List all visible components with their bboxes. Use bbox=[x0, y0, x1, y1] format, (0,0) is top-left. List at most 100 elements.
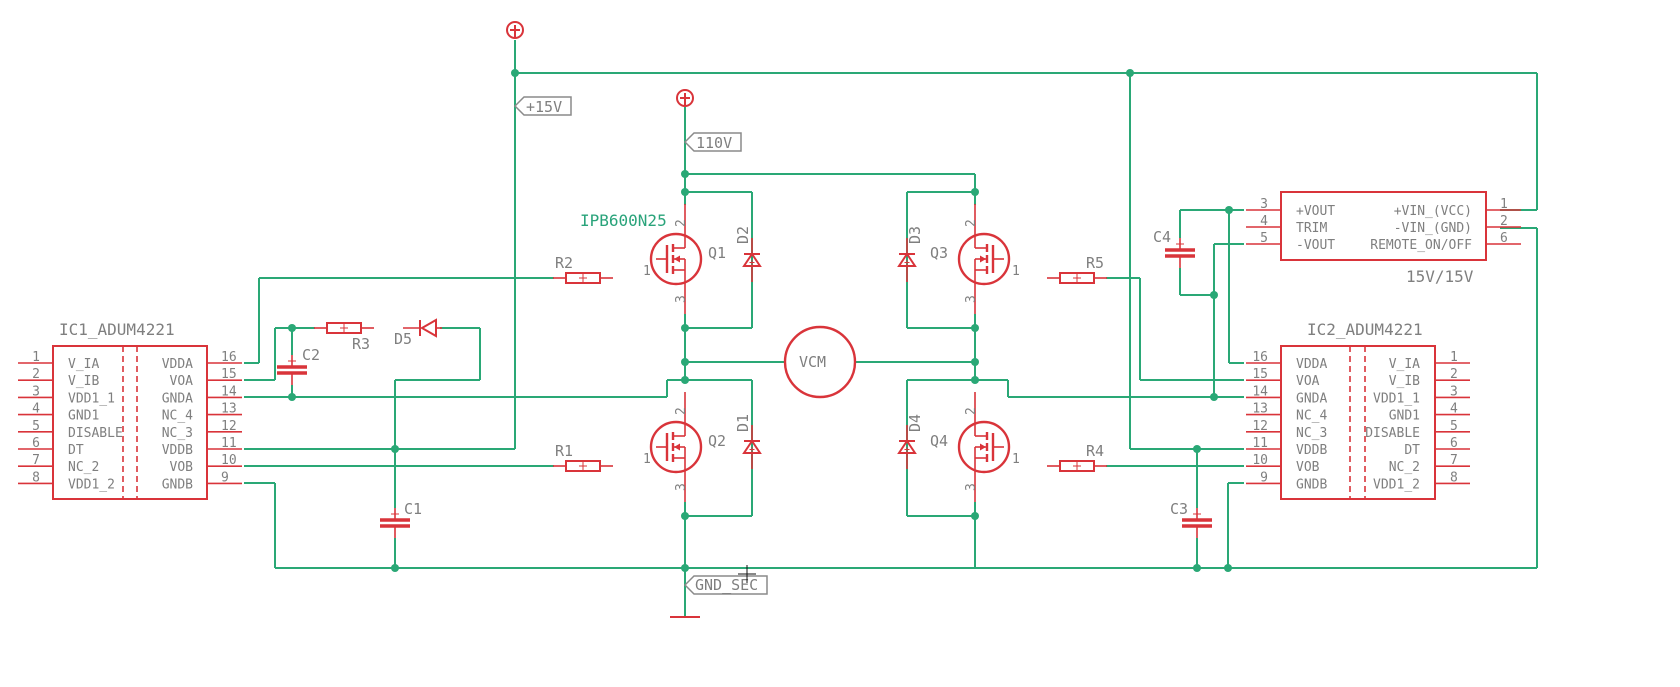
ic2-right-pin-label: NC_2 bbox=[1389, 460, 1420, 475]
r1-label: R1 bbox=[555, 442, 573, 460]
dcdc-left-pin-number: 3 bbox=[1260, 197, 1268, 212]
ic2-left-pin-label: GNDA bbox=[1296, 391, 1327, 406]
q2-pin-s: 3 bbox=[674, 483, 689, 491]
ic2-right-pins: 1V_IA2V_IB3VDD1_14GND15DISABLE6DT7NC_28V… bbox=[1365, 350, 1470, 492]
ic2-left-pin-label: VOA bbox=[1296, 374, 1320, 389]
c1-label: C1 bbox=[404, 500, 422, 518]
ic1-left-pin-number: 4 bbox=[32, 402, 40, 417]
ic2-right-pin-number: 7 bbox=[1450, 453, 1458, 468]
ic1-right-pin-number: 12 bbox=[221, 419, 237, 434]
mosfet-value-label: IPB600N25 bbox=[580, 211, 667, 230]
resistor-r4[interactable] bbox=[1046, 460, 1108, 472]
vcm-load[interactable]: VCM bbox=[783, 325, 857, 399]
ic2-left-pin-label: NC_4 bbox=[1296, 409, 1327, 424]
dcdc-right-pin-label: -VIN_(GND) bbox=[1394, 221, 1472, 236]
net-label-15v-text: +15V bbox=[526, 98, 562, 116]
dcdc-right-pin-number: 2 bbox=[1500, 214, 1508, 229]
q3-pin-d: 2 bbox=[964, 219, 979, 227]
ic1-right-pin-label: VOB bbox=[170, 460, 194, 475]
ic1-right-pin-number: 13 bbox=[221, 402, 237, 417]
dcdc-right-pins: 1 +VIN_(VCC) 2 -VIN_(GND) 6 REMOTE_ON/OFF bbox=[1370, 197, 1521, 253]
ic1-right-pin-label: NC_3 bbox=[162, 426, 193, 441]
diode-d5[interactable] bbox=[403, 318, 442, 338]
ic2-right-pin-number: 6 bbox=[1450, 436, 1458, 451]
ic2-left-pin-label: VOB bbox=[1296, 460, 1320, 475]
c2-label: C2 bbox=[302, 346, 320, 364]
resistor-r3[interactable] bbox=[313, 322, 375, 334]
ic1-right-pin-number: 15 bbox=[221, 367, 237, 382]
ic2-right-pin-number: 2 bbox=[1450, 367, 1458, 382]
ic2-left-pin-number: 10 bbox=[1252, 453, 1268, 468]
dcdc-left-pin-label: TRIM bbox=[1296, 221, 1327, 236]
q4-pin-d: 2 bbox=[964, 407, 979, 415]
q4-pin-g: 1 bbox=[1012, 452, 1020, 467]
ic1-left-pin-number: 6 bbox=[32, 436, 40, 451]
ic1-left-pin-label: DT bbox=[68, 443, 84, 458]
ic1-right-pins: 16VDDA15VOA14GNDA13NC_412NC_311VDDB10VOB… bbox=[162, 350, 242, 492]
dcdc-left-pin-number: 4 bbox=[1260, 214, 1268, 229]
ic2-right-pin-number: 4 bbox=[1450, 402, 1458, 417]
ic1-right-pin-number: 11 bbox=[221, 436, 237, 451]
r2-label: R2 bbox=[555, 254, 573, 272]
ic1-left-pin-number: 3 bbox=[32, 384, 40, 399]
resistor-r5[interactable] bbox=[1046, 272, 1108, 284]
ic1-left-pin-number: 7 bbox=[32, 453, 40, 468]
ic1-right-pin-label: VDDB bbox=[162, 443, 193, 458]
dcdc-right-pin-number: 6 bbox=[1500, 231, 1508, 246]
ic2-left-pin-number: 11 bbox=[1252, 436, 1268, 451]
ic2-left-pin-number: 9 bbox=[1260, 470, 1268, 485]
q3-label: Q3 bbox=[930, 244, 948, 262]
ic2-right-pin-label: VDD1_2 bbox=[1373, 477, 1420, 492]
resistor-r2[interactable] bbox=[552, 272, 614, 284]
ic2-right-pin-number: 5 bbox=[1450, 419, 1458, 434]
dcdc-left-pin-number: 5 bbox=[1260, 231, 1268, 246]
ic2-left-pin-number: 12 bbox=[1252, 419, 1268, 434]
r3-label: R3 bbox=[352, 335, 370, 353]
d1-label: D1 bbox=[734, 414, 752, 432]
c4-label: C4 bbox=[1153, 228, 1171, 246]
ic1-left-pin-label: VDD1_1 bbox=[68, 391, 115, 406]
ic2-left-pin-number: 13 bbox=[1252, 402, 1268, 417]
ic1-left-pin-label: VDD1_2 bbox=[68, 477, 115, 492]
net-label-110v: 110V bbox=[683, 132, 742, 152]
q2-label: Q2 bbox=[708, 432, 726, 450]
q1-pin-s: 3 bbox=[674, 295, 689, 303]
dcdc-left-pin-label: -VOUT bbox=[1296, 238, 1335, 253]
dcdc-right-pin-label: REMOTE_ON/OFF bbox=[1370, 238, 1472, 253]
cursor-crosshair-icon bbox=[738, 565, 756, 583]
ic1-name: IC1_ADUM4221 bbox=[59, 320, 175, 339]
ic2-right-pin-number: 8 bbox=[1450, 470, 1458, 485]
dcdc-right-pin-number: 1 bbox=[1500, 197, 1508, 212]
ic1-left-pin-number: 8 bbox=[32, 470, 40, 485]
ic1-right-pin-number: 14 bbox=[221, 384, 237, 399]
ic2-right-pin-number: 3 bbox=[1450, 384, 1458, 399]
ic1-right-pin-label: GNDA bbox=[162, 391, 193, 406]
dcdc-right-pin-label: +VIN_(VCC) bbox=[1394, 204, 1472, 219]
ic1-left-pin-label: V_IA bbox=[68, 357, 99, 372]
ic1-right-pin-number: 10 bbox=[221, 453, 237, 468]
ic2-left-pin-label: VDDA bbox=[1296, 357, 1327, 372]
ic1-left-pin-number: 5 bbox=[32, 419, 40, 434]
resistor-r1[interactable] bbox=[552, 460, 614, 472]
d2-label: D2 bbox=[734, 226, 752, 244]
ic2-right-pin-label: V_IA bbox=[1389, 357, 1420, 372]
ic1-left-pin-number: 1 bbox=[32, 350, 40, 365]
q1-label: Q1 bbox=[708, 244, 726, 262]
net-label-gnd-sec: GND_SEC bbox=[683, 575, 768, 595]
ic2-left-pin-label: GNDB bbox=[1296, 477, 1327, 492]
d5-label: D5 bbox=[394, 330, 412, 348]
mosfet-pin-numbers: 1 2 3 1 2 3 1 2 3 1 2 3 bbox=[643, 219, 1020, 491]
q3-pin-g: 1 bbox=[1012, 264, 1020, 279]
supply-15v-symbol bbox=[506, 21, 524, 39]
ic2-name: IC2_ADUM4221 bbox=[1307, 320, 1423, 339]
net-label-110v-text: 110V bbox=[696, 134, 732, 152]
ic1-right-pin-number: 16 bbox=[221, 350, 237, 365]
q2-pin-d: 2 bbox=[674, 407, 689, 415]
ic2-left-pin-number: 16 bbox=[1252, 350, 1268, 365]
ic1-right-pin-label: VOA bbox=[170, 374, 194, 389]
